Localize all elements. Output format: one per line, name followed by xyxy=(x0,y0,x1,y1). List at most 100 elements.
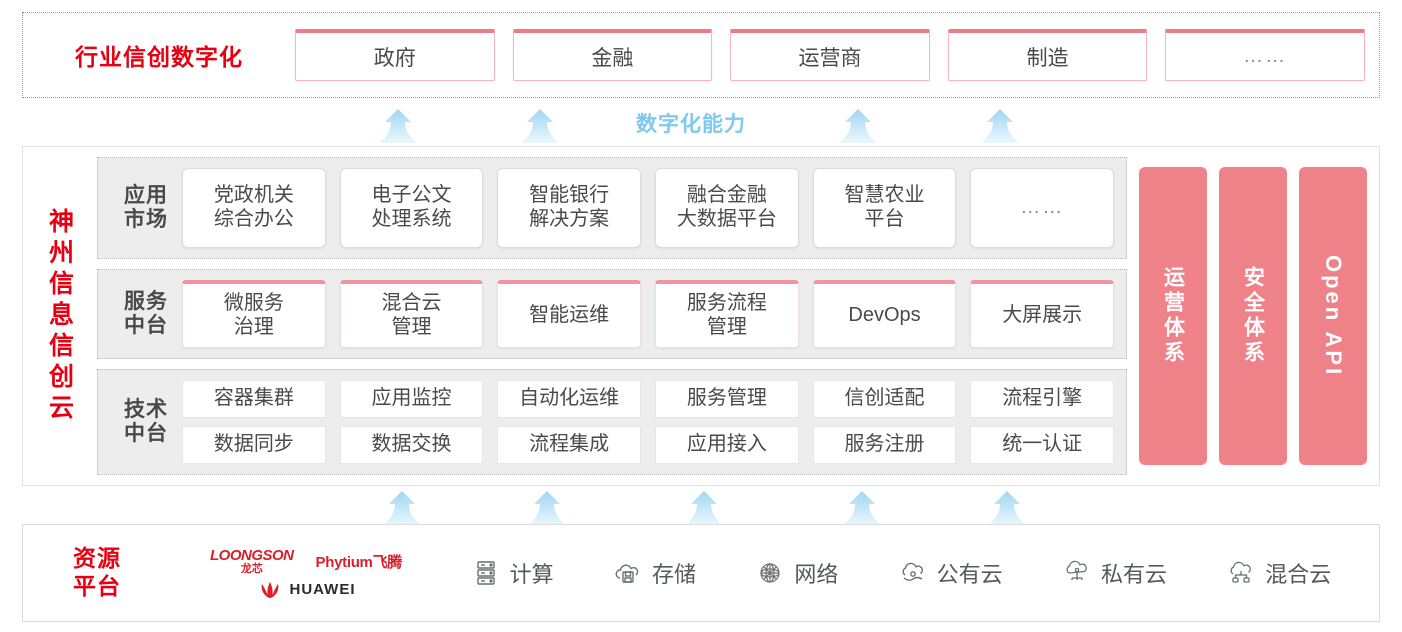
app-cell-smart-agriculture[interactable]: 智慧农业 平台 xyxy=(812,168,957,248)
tier-label-application-market: 应用 市场 xyxy=(110,184,182,231)
resource-title-line: 平台 xyxy=(73,573,121,599)
svc-cell-smart-ops[interactable]: 智能运维 xyxy=(497,280,642,348)
tier-technical-platform: 技术 中台 容器集群 应用监控 自动化运维 服务管理 信创适配 流程引擎 xyxy=(97,369,1127,475)
industry-box-more[interactable]: …… xyxy=(1165,29,1365,81)
cell-line: 平台 xyxy=(864,208,905,230)
tier-label-line: 市场 xyxy=(124,208,168,231)
technical-platform-rows: 容器集群 应用监控 自动化运维 服务管理 信创适配 流程引擎 数据同步 数据交换… xyxy=(182,380,1115,464)
huawei-logo-text: HUAWEI xyxy=(289,581,356,598)
resource-item-label: 计算 xyxy=(509,562,554,587)
tech-cell-container-cluster[interactable]: 容器集群 xyxy=(182,380,326,418)
industry-box-telecom[interactable]: 运营商 xyxy=(730,29,930,81)
tier-service-platform: 服务 中台 微服务 治理 混合云 管 xyxy=(97,269,1127,359)
tier-label-line: 技术 xyxy=(124,398,168,422)
cell-line: 微服务 xyxy=(223,291,284,314)
industry-band: 行业信创数字化 政府 金融 运营商 制造 …… xyxy=(22,12,1380,98)
cell-line: 混合云 xyxy=(381,291,442,314)
tier-label-line: 中台 xyxy=(124,422,168,445)
network-icon xyxy=(755,558,785,588)
huawei-logo: HUAWEI xyxy=(257,581,356,599)
hybrid-cloud-icon xyxy=(1226,558,1256,588)
app-cell-finance-bigdata[interactable]: 融合金融 大数据平台 xyxy=(655,168,799,248)
cell-line: 智慧农业 xyxy=(844,184,925,207)
industry-box-finance[interactable]: 金融 xyxy=(512,29,713,81)
tech-cell-app-access[interactable]: 应用接入 xyxy=(655,426,799,464)
loongson-logo-cn: 龙芯 xyxy=(240,562,263,575)
server-icon xyxy=(471,558,501,588)
up-arrow-icon xyxy=(840,490,884,526)
cell-line: 电子公文 xyxy=(371,184,452,207)
vendor-logo-row: LOONGSON 龙芯 Phytium飞腾 xyxy=(210,548,402,575)
industry-box-manufacturing[interactable]: 制造 xyxy=(947,29,1148,81)
cloud-platform-frame: 神州信息信创云 应用 市场 党政机关 综合办公 xyxy=(22,146,1380,486)
resource-platform-frame: 资源 平台 LOONGSON 龙芯 Phytium飞腾 xyxy=(22,524,1380,622)
pillar-label: Open API xyxy=(1321,254,1346,378)
up-arrow-icon xyxy=(380,490,424,526)
tech-cell-app-monitoring[interactable]: 应用监控 xyxy=(339,380,484,418)
up-arrow-icon xyxy=(518,108,562,144)
tier-application-market: 应用 市场 党政机关 综合办公 电子公文 xyxy=(97,157,1127,259)
tech-cell-data-exchange[interactable]: 数据交换 xyxy=(339,426,484,464)
private-cloud-icon xyxy=(1062,558,1092,588)
svc-cell-hybrid-cloud-mgmt[interactable]: 混合云 管理 xyxy=(339,280,484,348)
tier-label-technical-platform: 技术 中台 xyxy=(110,398,182,445)
resource-item-label: 存储 xyxy=(651,562,696,587)
capability-label: 数字化能力 xyxy=(636,113,746,136)
svc-cell-devops[interactable]: DevOps xyxy=(812,280,957,348)
up-arrow-icon xyxy=(985,490,1029,526)
table-row: 容器集群 应用监控 自动化运维 服务管理 信创适配 流程引擎 xyxy=(182,380,1115,418)
tier-label-line: 应用 xyxy=(124,184,168,208)
app-cell-gov-office[interactable]: 党政机关 综合办公 xyxy=(182,168,326,248)
upper-arrow-group xyxy=(0,100,1402,146)
industry-title: 行业信创数字化 xyxy=(75,44,243,70)
cell-line: 党政机关 xyxy=(213,184,294,207)
tech-cell-xinchuang-adaptation[interactable]: 信创适配 xyxy=(812,380,957,418)
svc-cell-bigscreen-display[interactable]: 大屏展示 xyxy=(970,280,1115,348)
resource-platform-title: 资源 平台 xyxy=(23,545,171,600)
service-platform-cells: 微服务 治理 混合云 管理 智能运维 xyxy=(182,280,1115,348)
svc-cell-microservice-governance[interactable]: 微服务 治理 xyxy=(182,280,326,348)
tech-cell-process-integration[interactable]: 流程集成 xyxy=(497,426,642,464)
lower-arrow-group xyxy=(0,488,1402,528)
app-cell-edoc-system[interactable]: 电子公文 处理系统 xyxy=(339,168,484,248)
tech-cell-unified-auth[interactable]: 统一认证 xyxy=(970,426,1115,464)
resource-item-public-cloud[interactable]: 公有云 xyxy=(898,557,1003,589)
app-cell-more[interactable]: …… xyxy=(970,168,1115,248)
cell-line: 智能银行 xyxy=(529,184,610,207)
pillar-operation-system[interactable]: 运营体系 xyxy=(1139,167,1207,465)
table-row: 数据同步 数据交换 流程集成 应用接入 服务注册 统一认证 xyxy=(182,426,1115,464)
tier-label-line: 服务 xyxy=(124,290,168,314)
up-arrow-icon xyxy=(978,108,1022,144)
tier-label-service-platform: 服务 中台 xyxy=(110,290,182,337)
cloud-platform-body: 应用 市场 党政机关 综合办公 电子公文 xyxy=(95,147,1379,485)
resource-item-compute[interactable]: 计算 xyxy=(471,557,554,589)
tech-cell-automated-ops[interactable]: 自动化运维 xyxy=(497,380,642,418)
resource-item-label: 公有云 xyxy=(936,562,1003,587)
up-arrow-icon xyxy=(525,490,569,526)
tech-cell-data-sync[interactable]: 数据同步 xyxy=(182,426,326,464)
resource-item-private-cloud[interactable]: 私有云 xyxy=(1062,557,1167,589)
svc-cell-service-process-mgmt[interactable]: 服务流程 管理 xyxy=(655,280,799,348)
resource-item-hybrid-cloud[interactable]: 混合云 xyxy=(1226,557,1331,589)
resource-item-storage[interactable]: 存储 xyxy=(613,557,696,589)
cloud-platform-title: 神州信息信创云 xyxy=(45,207,74,425)
industry-box-government[interactable]: 政府 xyxy=(295,29,495,81)
cell-line: 管理 xyxy=(706,315,747,338)
tech-cell-process-engine[interactable]: 流程引擎 xyxy=(970,380,1115,418)
tech-cell-service-mgmt[interactable]: 服务管理 xyxy=(655,380,799,418)
cloud-storage-icon xyxy=(613,558,643,588)
pillar-security-system[interactable]: 安全体系 xyxy=(1219,167,1287,465)
cell-line: 管理 xyxy=(391,315,432,338)
resource-item-label: 私有云 xyxy=(1100,562,1167,587)
pillar-open-api[interactable]: Open API xyxy=(1299,167,1367,465)
app-cell-smart-bank[interactable]: 智能银行 解决方案 xyxy=(497,168,642,248)
resource-item-network[interactable]: 网络 xyxy=(755,557,838,589)
tech-cell-service-registry[interactable]: 服务注册 xyxy=(812,426,957,464)
resource-item-label: 网络 xyxy=(794,562,839,587)
cell-line: 服务流程 xyxy=(686,291,767,314)
cell-line: 融合金融 xyxy=(686,184,767,207)
resource-item-list: 计算 存储 xyxy=(441,557,1379,589)
application-market-cells: 党政机关 综合办公 电子公文 处理系统 智能银行 xyxy=(182,168,1115,248)
resource-title-line: 资源 xyxy=(73,545,121,572)
cell-line: 大数据平台 xyxy=(676,208,777,230)
